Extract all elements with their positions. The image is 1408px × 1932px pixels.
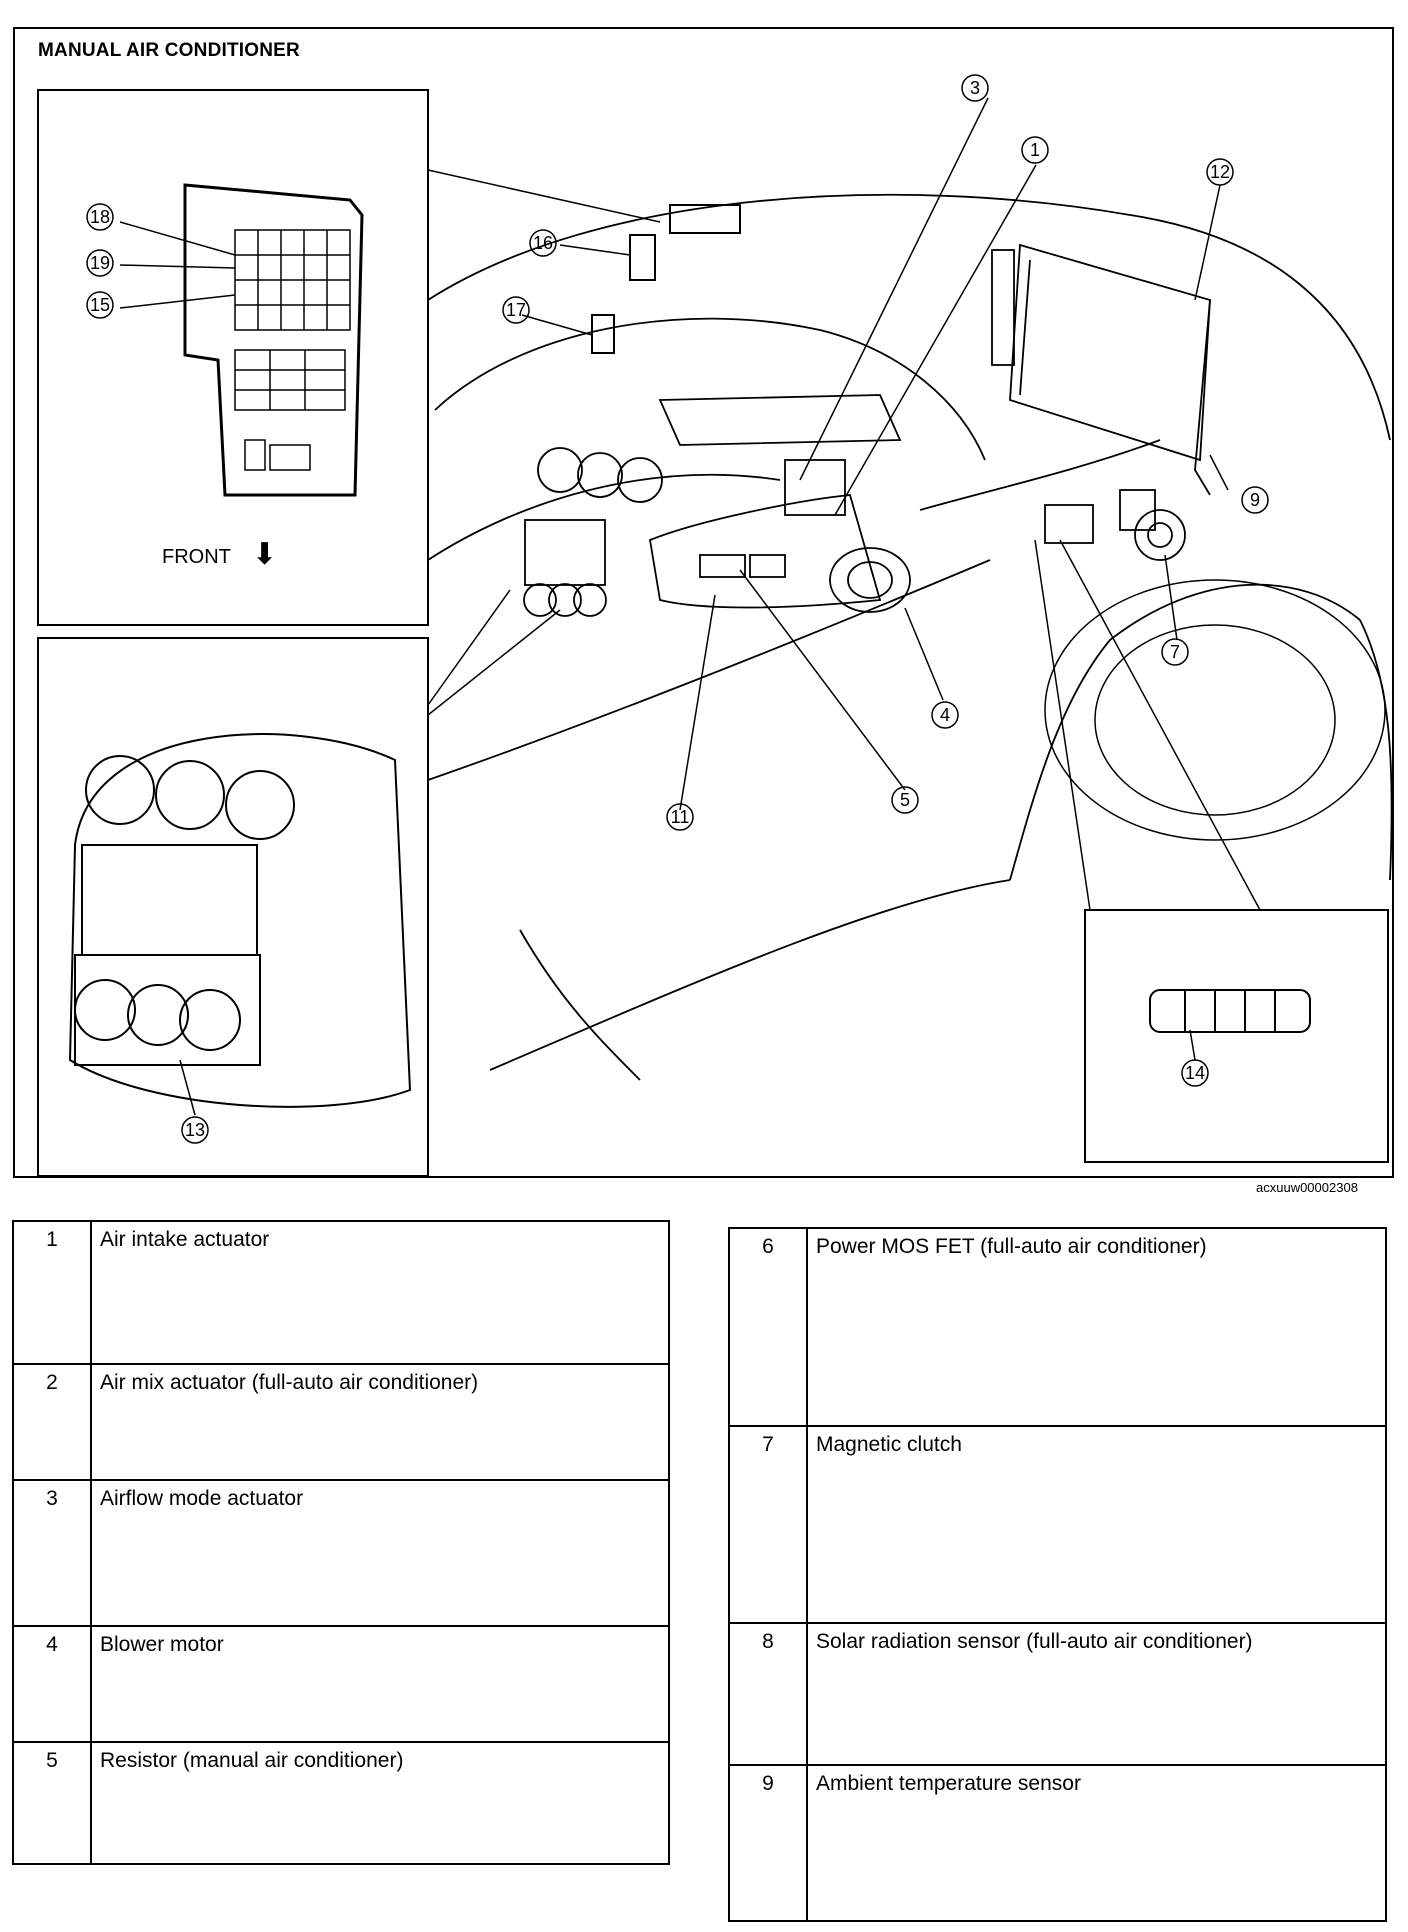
- callout-label-12: 12: [1210, 162, 1230, 182]
- callout-label-18: 18: [90, 207, 110, 227]
- legend-description: Solar radiation sensor (full-auto air co…: [806, 1622, 1387, 1766]
- callout-circle-1: [1021, 136, 1049, 164]
- junction-box-outline: [183, 183, 364, 497]
- sensor-inset: [1084, 909, 1389, 1163]
- legend-row: 2 Air mix actuator (full-auto air condit…: [12, 1363, 670, 1481]
- legend-number: 3: [12, 1479, 92, 1627]
- legend-table-left: 1 Air intake actuator 2 Air mix actuator…: [12, 1220, 670, 1865]
- legend-number: 4: [12, 1625, 92, 1743]
- callout-label-11: 11: [671, 807, 690, 827]
- callout-label-3: 3: [970, 78, 980, 98]
- callout-circle-12: [1206, 158, 1234, 186]
- callout-circle-16: [529, 229, 557, 257]
- legend-number: 7: [728, 1425, 808, 1624]
- roof-module: [669, 204, 741, 234]
- callout-label-14: 14: [1185, 1063, 1205, 1083]
- callout-markers: [86, 74, 1269, 1144]
- legend-number: 1: [12, 1220, 92, 1365]
- car-body: [427, 193, 1393, 1081]
- legend-description: Air mix actuator (full-auto air conditio…: [90, 1363, 670, 1481]
- legend-row: 1 Air intake actuator: [12, 1220, 670, 1365]
- callout-label-5: 5: [900, 790, 910, 810]
- legend-number: 2: [12, 1363, 92, 1481]
- callout-circle-9: [1241, 486, 1269, 514]
- callout-circle-7: [1161, 638, 1189, 666]
- callout-circle-14: [1181, 1059, 1209, 1087]
- callout-label-16: 16: [533, 233, 553, 253]
- callout-label-19: 19: [90, 253, 110, 273]
- legend-number: 9: [728, 1764, 808, 1922]
- callout-label-15: 15: [90, 295, 110, 315]
- callout-circle-15: [86, 291, 114, 319]
- legend-description: Airflow mode actuator: [90, 1479, 670, 1627]
- legend-row: 8 Solar radiation sensor (full-auto air …: [728, 1622, 1387, 1766]
- legend-description: Power MOS FET (full-auto air conditioner…: [806, 1227, 1387, 1427]
- callout-circle-18: [86, 203, 114, 231]
- junction-box-inset: [37, 89, 429, 626]
- legend-description: Magnetic clutch: [806, 1425, 1387, 1624]
- legend-row: 4 Blower motor: [12, 1625, 670, 1743]
- module-17: [591, 314, 615, 354]
- legend-table-right: 6 Power MOS FET (full-auto air condition…: [728, 1227, 1387, 1922]
- legend-row: 9 Ambient temperature sensor: [728, 1764, 1387, 1922]
- legend-row: 5 Resistor (manual air conditioner): [12, 1741, 670, 1865]
- fuse-block-lower: [234, 349, 346, 471]
- callout-label-17: 17: [506, 300, 526, 320]
- condenser-assembly: [919, 243, 1211, 561]
- callout-label-9: 9: [1250, 490, 1260, 510]
- legend-description: Air intake actuator: [90, 1220, 670, 1365]
- front-arrow-icon: ⬇: [252, 538, 278, 571]
- dashboard-assembly: [523, 394, 911, 617]
- callout-label-13: 13: [185, 1120, 205, 1140]
- callout-circle-5: [891, 786, 919, 814]
- leader-lines: [179, 97, 1229, 1116]
- legend-row: 6 Power MOS FET (full-auto air condition…: [728, 1227, 1387, 1427]
- callout-label-7: 7: [1170, 642, 1180, 662]
- legend-number: 5: [12, 1741, 92, 1865]
- legend-row: 3 Airflow mode actuator: [12, 1479, 670, 1627]
- diagram-frame: [13, 27, 1394, 1178]
- module-16: [629, 234, 656, 281]
- legend-description: Blower motor: [90, 1625, 670, 1743]
- front-label: FRONT: [162, 546, 231, 568]
- legend-number: 6: [728, 1227, 808, 1427]
- diagram-title: MANUAL AIR CONDITIONER: [38, 40, 300, 61]
- legend-number: 8: [728, 1622, 808, 1766]
- callout-circle-17: [502, 296, 530, 324]
- control-panel-inset: [37, 637, 429, 1177]
- callout-circle-4: [931, 701, 959, 729]
- callout-label-1: 1: [1030, 140, 1040, 160]
- callout-circle-13: [181, 1116, 209, 1144]
- legend-description: Ambient temperature sensor: [806, 1764, 1387, 1922]
- callout-circle-3: [961, 74, 989, 102]
- legend-description: Resistor (manual air conditioner): [90, 1741, 670, 1865]
- image-id: acxuuw00002308: [1256, 1180, 1358, 1195]
- callout-label-4: 4: [940, 705, 950, 725]
- legend-row: 7 Magnetic clutch: [728, 1425, 1387, 1624]
- fuse-block-upper: [234, 229, 351, 331]
- callout-circle-19: [86, 249, 114, 277]
- callout-circle-11: [666, 803, 694, 831]
